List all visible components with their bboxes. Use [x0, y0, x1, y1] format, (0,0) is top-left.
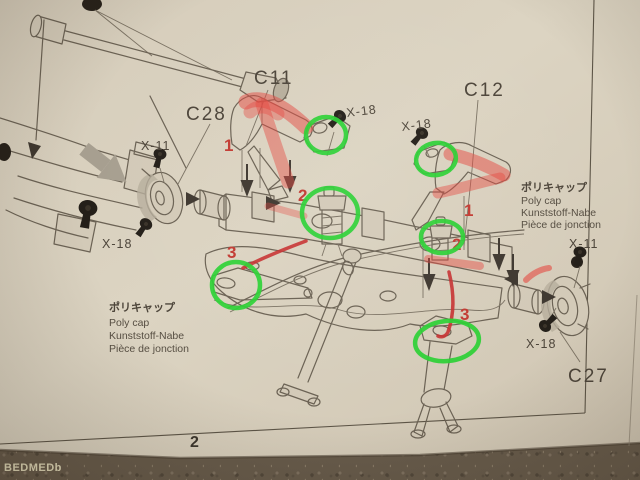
label-x18-right-top: X-18 [401, 116, 433, 134]
page-number: 2 [190, 434, 200, 451]
shock-absorber-right [429, 216, 453, 261]
next-step-arrow-icon [79, 142, 127, 183]
label-x18-left: X-18 [102, 237, 132, 251]
polycap-right-en: Poly cap [521, 195, 561, 207]
label-c27: C27 [568, 366, 609, 387]
shock-absorber-center [317, 186, 347, 257]
red-streak-right-rail [424, 255, 484, 270]
poly-cap-left [193, 189, 231, 221]
green-circle-annotations [209, 114, 482, 364]
polycap-left-de: Kunststoff-Nabe [109, 330, 184, 342]
red-marker-annotations: 1 2 3 1 2 3 [224, 92, 552, 339]
polycap-left-jp: ポリキャップ [109, 300, 176, 314]
paper-right-fold-line [628, 294, 638, 447]
green-circle-lower-arm-left [209, 259, 263, 311]
prop-shaft [276, 248, 362, 407]
label-x11-right: X-11 [569, 237, 598, 251]
green-circle-rear-arm [412, 318, 482, 364]
red-highlight-c11-leg [255, 97, 295, 189]
label-c28: C28 [186, 104, 227, 125]
main-assembly [132, 89, 591, 439]
red-highlight-c11-blob [243, 100, 285, 121]
red-number-3-left: 3 [227, 243, 236, 262]
green-circle-knuckle-left [303, 114, 349, 156]
page-frame-right-line [584, 0, 595, 414]
red-number-1-left: 1 [224, 136, 233, 155]
red-number-2-center: 2 [298, 186, 307, 205]
paper-bottom-edge [0, 441, 640, 460]
label-c11: C11 [254, 68, 293, 89]
green-circle-shock-center [299, 185, 361, 241]
rear-arm-bottom [410, 315, 473, 439]
red-number-2-right: 2 [452, 235, 461, 254]
page-frame-bottom-line [0, 412, 586, 445]
red-arrow-right [436, 270, 455, 339]
red-highlight-c12-lower [432, 172, 506, 199]
label-x18-bottom-right: X-18 [526, 337, 556, 351]
insert-arrow-icon [186, 192, 200, 206]
polycap-right-de: Kunststoff-Nabe [521, 207, 596, 219]
label-x11-left: X-11 [141, 139, 170, 153]
watermark-text: BEDMEDb [4, 462, 62, 474]
upper-arm-c12 [411, 141, 512, 231]
polycap-note-left: ポリキャップ Poly cap Kunststoff-Nabe Pièce de… [109, 300, 189, 355]
screw-head-icon [82, 0, 102, 11]
green-circle-shock-right [418, 218, 466, 256]
polycap-left-en: Poly cap [109, 317, 149, 329]
screw-head-icon [0, 143, 11, 161]
label-x18-top: X-18 [346, 102, 378, 120]
insert-arrow-icon [542, 290, 556, 304]
poly-cap-right [507, 283, 545, 315]
red-number-1-right: 1 [464, 201, 473, 220]
label-c12: C12 [464, 80, 505, 101]
green-circle-knuckle-right [413, 140, 459, 178]
hub-c27 [540, 275, 591, 337]
polycap-left-fr: Pièce de jonction [109, 343, 189, 355]
insert-arrow-icon [266, 196, 281, 210]
red-highlight-c11 [238, 92, 314, 135]
polycap-right-jp: ポリキャップ [521, 180, 588, 194]
polycap-note-right: ポリキャップ Poly cap Kunststoff-Nabe Pièce de… [521, 180, 601, 231]
red-number-3-right: 3 [460, 305, 469, 324]
polycap-right-fr: Pièce de jonction [521, 219, 601, 231]
red-mark-hub-right [523, 265, 552, 283]
red-streak-left-rail [264, 202, 308, 220]
